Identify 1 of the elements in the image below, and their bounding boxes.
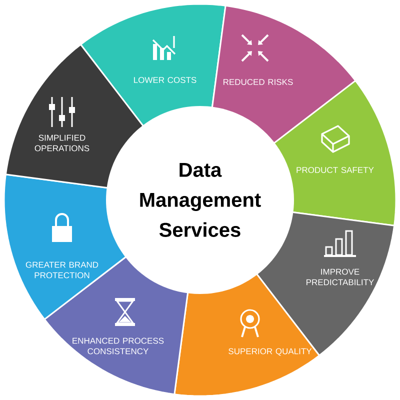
ring-segment: GREATER BRAND PROTECTION — [3, 174, 130, 320]
